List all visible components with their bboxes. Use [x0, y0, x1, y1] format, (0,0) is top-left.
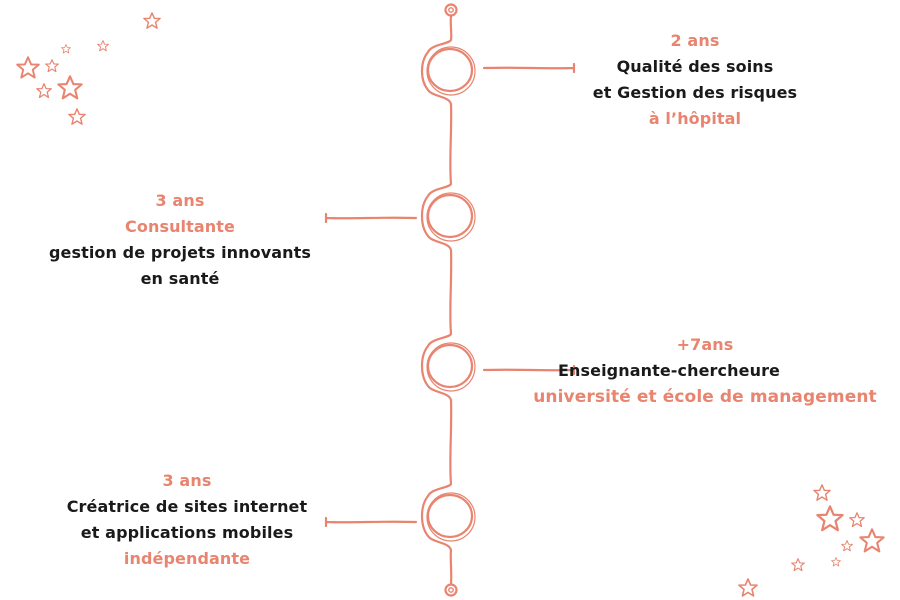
entry-1-duration: 2 ans — [670, 31, 720, 50]
timeline-node-2 — [426, 193, 474, 239]
entry-3-title-line-1: Enseignante-chercheure — [557, 361, 781, 380]
timeline-entry-3: +7ans Enseignante-chercheure université … — [525, 332, 885, 410]
connector-1 — [482, 62, 576, 74]
timeline-entry-2: 3 ans Consultante gestion de projets inn… — [30, 188, 330, 292]
timeline-node-1 — [426, 47, 474, 93]
timeline-node-4 — [426, 493, 474, 539]
timeline-node-3 — [426, 343, 474, 389]
entry-2-title-line-2: en santé — [140, 269, 220, 288]
entry-4-subtitle: indépendante — [123, 549, 251, 568]
entry-3-duration: +7ans — [676, 335, 734, 354]
star-cluster-top-left — [16, 12, 161, 125]
entry-1-title-line-1: Qualité des soins — [616, 57, 774, 76]
entry-2-duration: 3 ans — [155, 191, 205, 210]
timeline-entry-1: 2 ans Qualité des soins et Gestion des r… — [560, 28, 830, 132]
entry-1-title-line-2: et Gestion des risques — [592, 83, 798, 102]
entry-3-subtitle: université et école de management — [533, 387, 877, 407]
entry-1-subtitle: à l’hôpital — [648, 109, 742, 128]
timeline-start-cap — [444, 3, 458, 17]
timeline-end-cap — [444, 583, 458, 597]
entry-4-title-line-2: et applications mobiles — [80, 523, 294, 542]
timeline-axis — [420, 14, 453, 586]
connector-4 — [324, 516, 418, 528]
timeline-entry-4: 3 ans Créatrice de sites internet et app… — [42, 468, 332, 572]
connector-3 — [482, 364, 576, 376]
entry-2-role: Consultante — [125, 217, 235, 236]
star-cluster-bottom-right — [738, 484, 885, 597]
entry-4-duration: 3 ans — [162, 471, 212, 490]
entry-2-title-line-1: gestion de projets innovants — [48, 243, 312, 262]
connector-2 — [324, 212, 418, 224]
entry-4-title-line-1: Créatrice de sites internet — [66, 497, 308, 516]
